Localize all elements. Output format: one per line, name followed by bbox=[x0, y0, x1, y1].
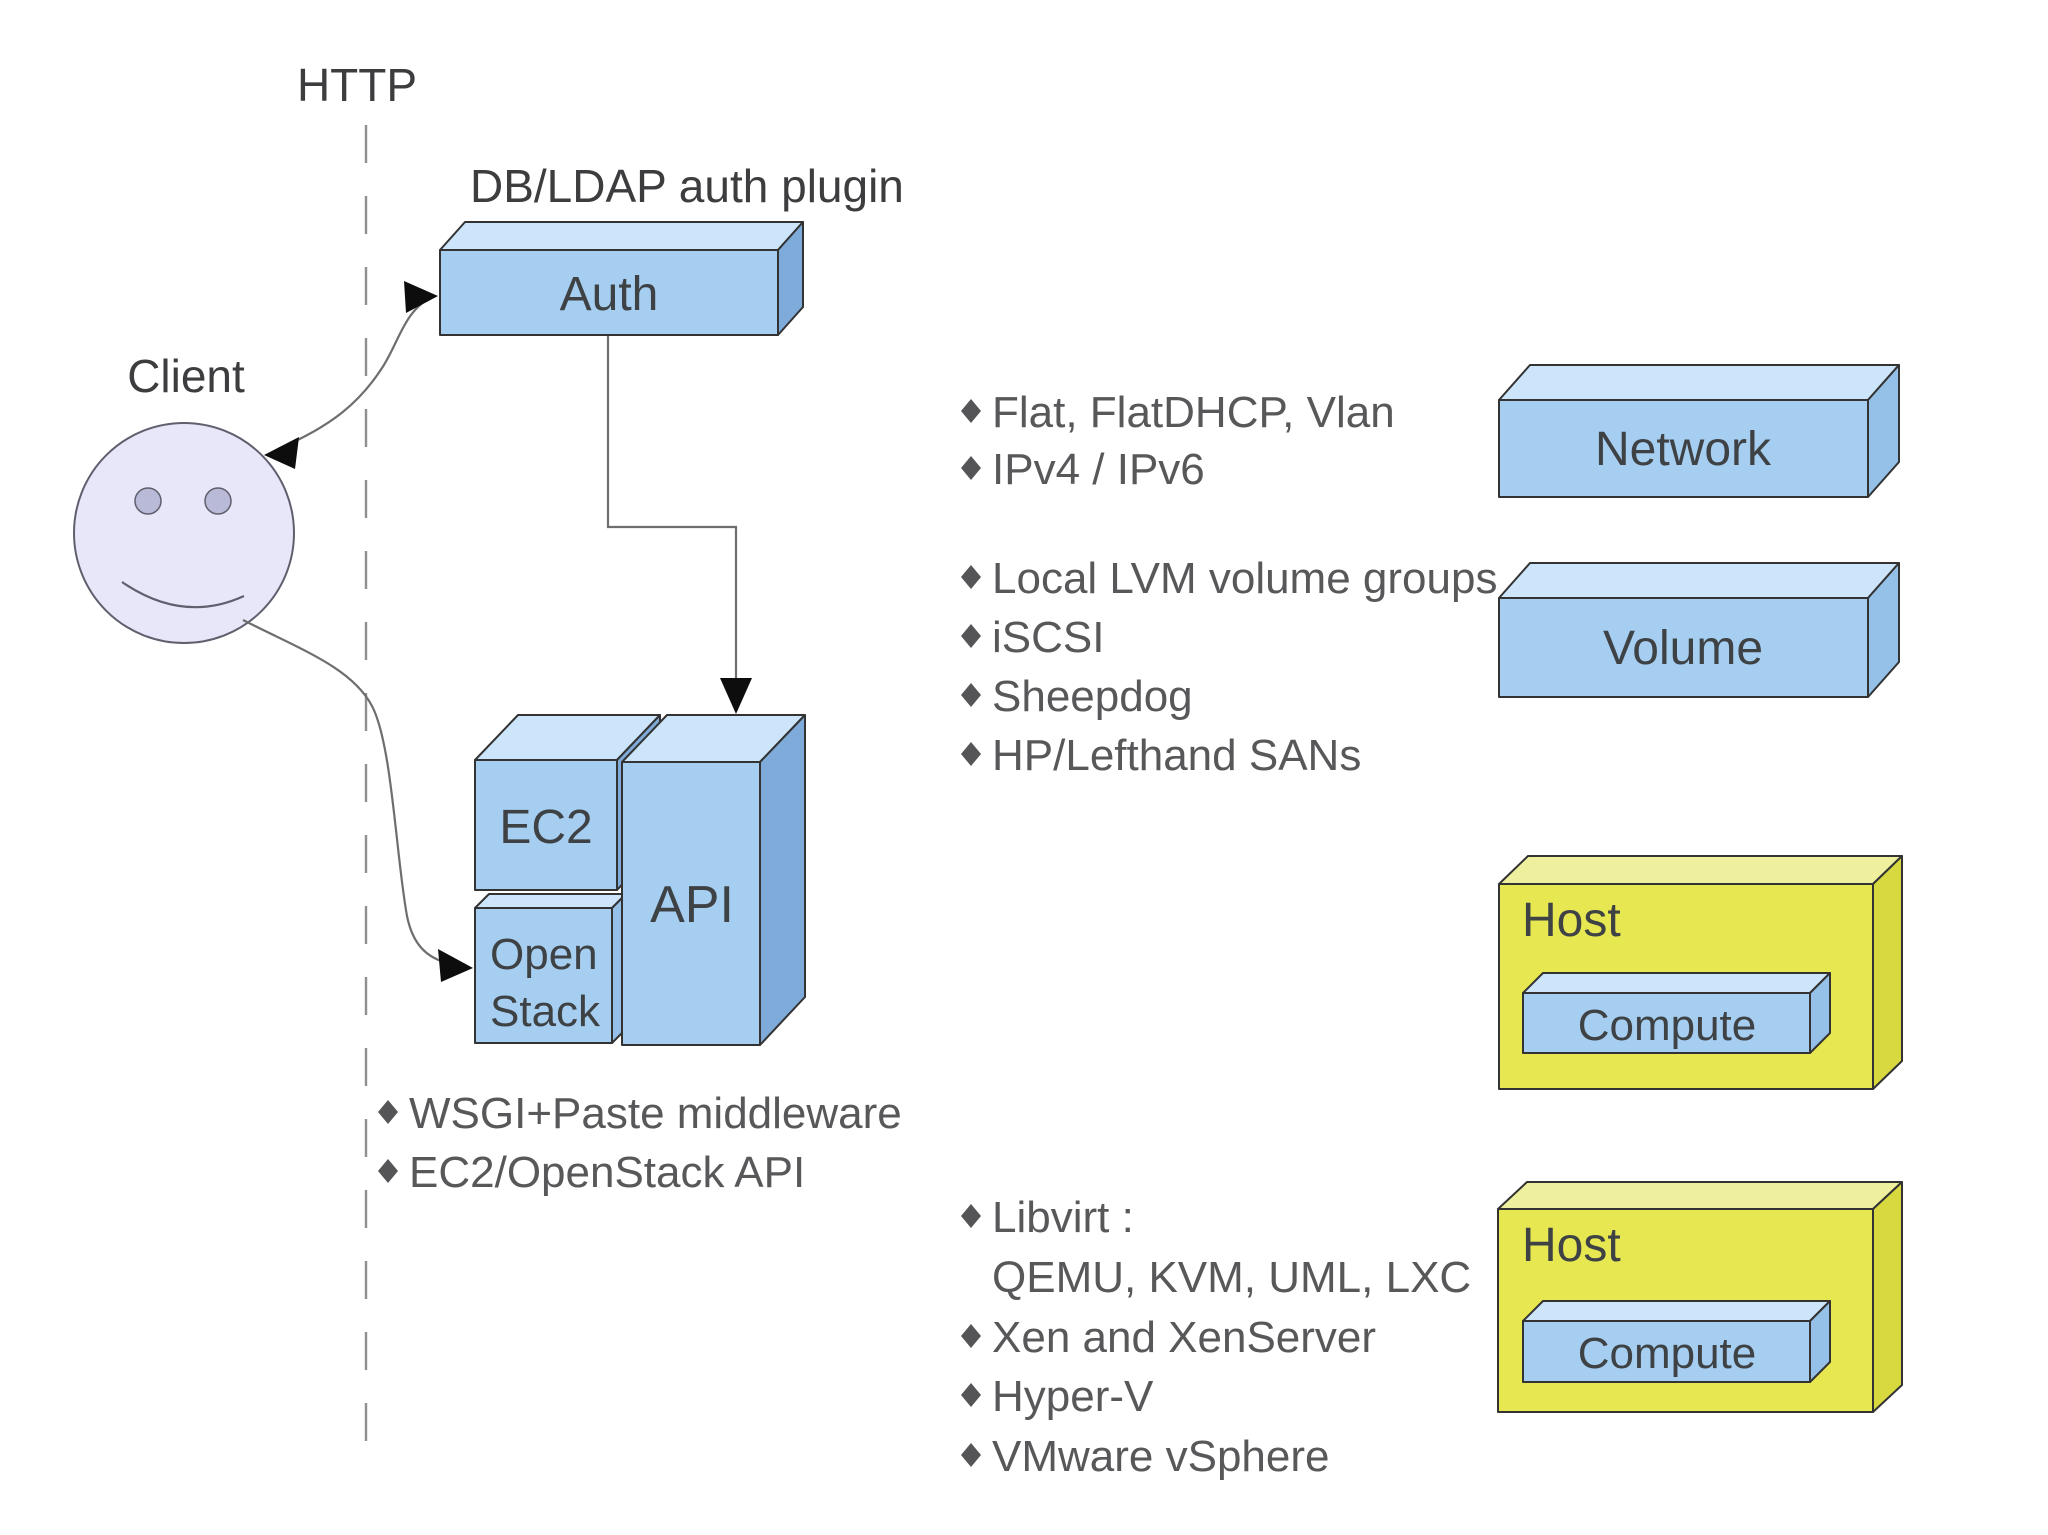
auth-api-elbow-line bbox=[606, 335, 738, 678]
arrowhead-into-auth bbox=[404, 281, 438, 313]
client-smile bbox=[121, 581, 245, 609]
compute-box-bottom: Compute bbox=[1522, 1300, 1831, 1383]
network-box: Network bbox=[1498, 364, 1900, 498]
client-right-eye bbox=[204, 487, 232, 515]
api-box-front-face bbox=[621, 761, 761, 1046]
bullet-icon bbox=[961, 742, 981, 766]
list-item: IPv4 / IPv6 bbox=[992, 445, 1205, 494]
volume-features-list: Local LVM volume groups iSCSI Sheepdog H… bbox=[961, 554, 1497, 780]
compute-top-box-top-face bbox=[1522, 972, 1831, 994]
bullet-icon bbox=[961, 683, 981, 707]
auth-label: Auth bbox=[560, 268, 659, 321]
list-item: EC2/OpenStack API bbox=[409, 1148, 805, 1197]
bullet-icon bbox=[961, 456, 981, 480]
compute-top-label: Compute bbox=[1578, 1001, 1757, 1050]
bullet-icon bbox=[961, 399, 981, 423]
volume-label: Volume bbox=[1603, 622, 1763, 675]
arrowhead-into-client bbox=[264, 437, 299, 469]
openstack-box-front-face bbox=[474, 907, 613, 1044]
host-box-bottom: Host Compute bbox=[1497, 1181, 1903, 1413]
host-bottom-label: Host bbox=[1522, 1219, 1621, 1272]
api-box-side-face bbox=[759, 714, 806, 1046]
api-box: API bbox=[621, 714, 806, 1046]
arrowhead-into-api bbox=[720, 678, 752, 714]
list-item: iSCSI bbox=[992, 613, 1104, 662]
compute-top-box-front-face bbox=[1522, 992, 1811, 1054]
bullet-icon bbox=[961, 1204, 981, 1228]
host-box-top: Host Compute bbox=[1498, 855, 1903, 1090]
volume-box: Volume bbox=[1498, 562, 1900, 698]
list-item: Hyper-V bbox=[992, 1372, 1154, 1421]
host-bottom-box-side-face bbox=[1872, 1181, 1903, 1413]
bullet-icon bbox=[961, 1443, 981, 1467]
compute-box-top: Compute bbox=[1522, 972, 1831, 1054]
host-top-box-side-face bbox=[1872, 855, 1903, 1090]
list-item-continuation: QEMU, KVM, UML, LXC bbox=[992, 1253, 1471, 1302]
auth-box: Auth bbox=[439, 221, 804, 336]
auth-plugin-label: DB/LDAP auth plugin bbox=[470, 160, 904, 212]
network-box-front-face bbox=[1498, 399, 1869, 498]
arrowhead-into-openstack bbox=[438, 949, 473, 982]
ec2-label: EC2 bbox=[499, 801, 592, 854]
network-label: Network bbox=[1595, 423, 1772, 476]
compute-bottom-box-front-face bbox=[1522, 1320, 1811, 1383]
volume-box-top-face bbox=[1498, 562, 1900, 599]
network-box-top-face bbox=[1498, 364, 1900, 401]
hypervisor-features-list: Libvirt : QEMU, KVM, UML, LXC Xen and Xe… bbox=[961, 1193, 1471, 1481]
client-openstack-connector bbox=[242, 619, 473, 982]
client-smiley-icon bbox=[73, 422, 295, 644]
client-face-circle bbox=[73, 422, 295, 644]
list-item: Flat, FlatDHCP, Vlan bbox=[992, 388, 1395, 437]
bullet-icon bbox=[961, 565, 981, 589]
openstack-box: Open Stack bbox=[474, 893, 627, 1044]
volume-box-front-face bbox=[1498, 597, 1869, 698]
openstack-box-top-face bbox=[474, 893, 627, 909]
bullet-icon bbox=[961, 1324, 981, 1348]
compute-bottom-box-top-face bbox=[1522, 1300, 1831, 1322]
api-label: API bbox=[650, 876, 734, 934]
auth-box-front-face bbox=[439, 249, 779, 336]
openstack-label-line1: Open bbox=[490, 930, 598, 979]
ec2-box-front-face bbox=[474, 759, 618, 891]
list-item: Libvirt : bbox=[992, 1193, 1134, 1242]
bullet-icon bbox=[378, 1100, 398, 1124]
http-label: HTTP bbox=[297, 59, 417, 111]
client-left-eye bbox=[134, 487, 162, 515]
auth-box-top-face bbox=[439, 221, 804, 251]
list-item: Sheepdog bbox=[992, 672, 1193, 721]
list-item: VMware vSphere bbox=[992, 1432, 1329, 1481]
client-auth-connector bbox=[264, 281, 438, 469]
client-label: Client bbox=[127, 350, 245, 402]
host-top-label: Host bbox=[1522, 894, 1621, 947]
list-item: HP/Lefthand SANs bbox=[992, 731, 1361, 780]
openstack-label-line2: Stack bbox=[490, 987, 601, 1036]
bullet-icon bbox=[378, 1159, 398, 1183]
host-top-box-top-face bbox=[1498, 855, 1903, 885]
list-item: WSGI+Paste middleware bbox=[409, 1089, 902, 1138]
host-bottom-box-top-face bbox=[1497, 1181, 1903, 1210]
client-auth-curve bbox=[277, 297, 431, 451]
compute-bottom-label: Compute bbox=[1578, 1329, 1757, 1378]
api-features-list: WSGI+Paste middleware EC2/OpenStack API bbox=[378, 1089, 902, 1197]
client-openstack-curve bbox=[242, 619, 445, 964]
list-item: Local LVM volume groups bbox=[992, 554, 1497, 603]
bullet-icon bbox=[961, 1383, 981, 1407]
network-features-list: Flat, FlatDHCP, Vlan IPv4 / IPv6 bbox=[961, 388, 1395, 494]
bullet-icon bbox=[961, 624, 981, 648]
auth-api-connector bbox=[606, 335, 752, 714]
list-item: Xen and XenServer bbox=[992, 1313, 1376, 1362]
